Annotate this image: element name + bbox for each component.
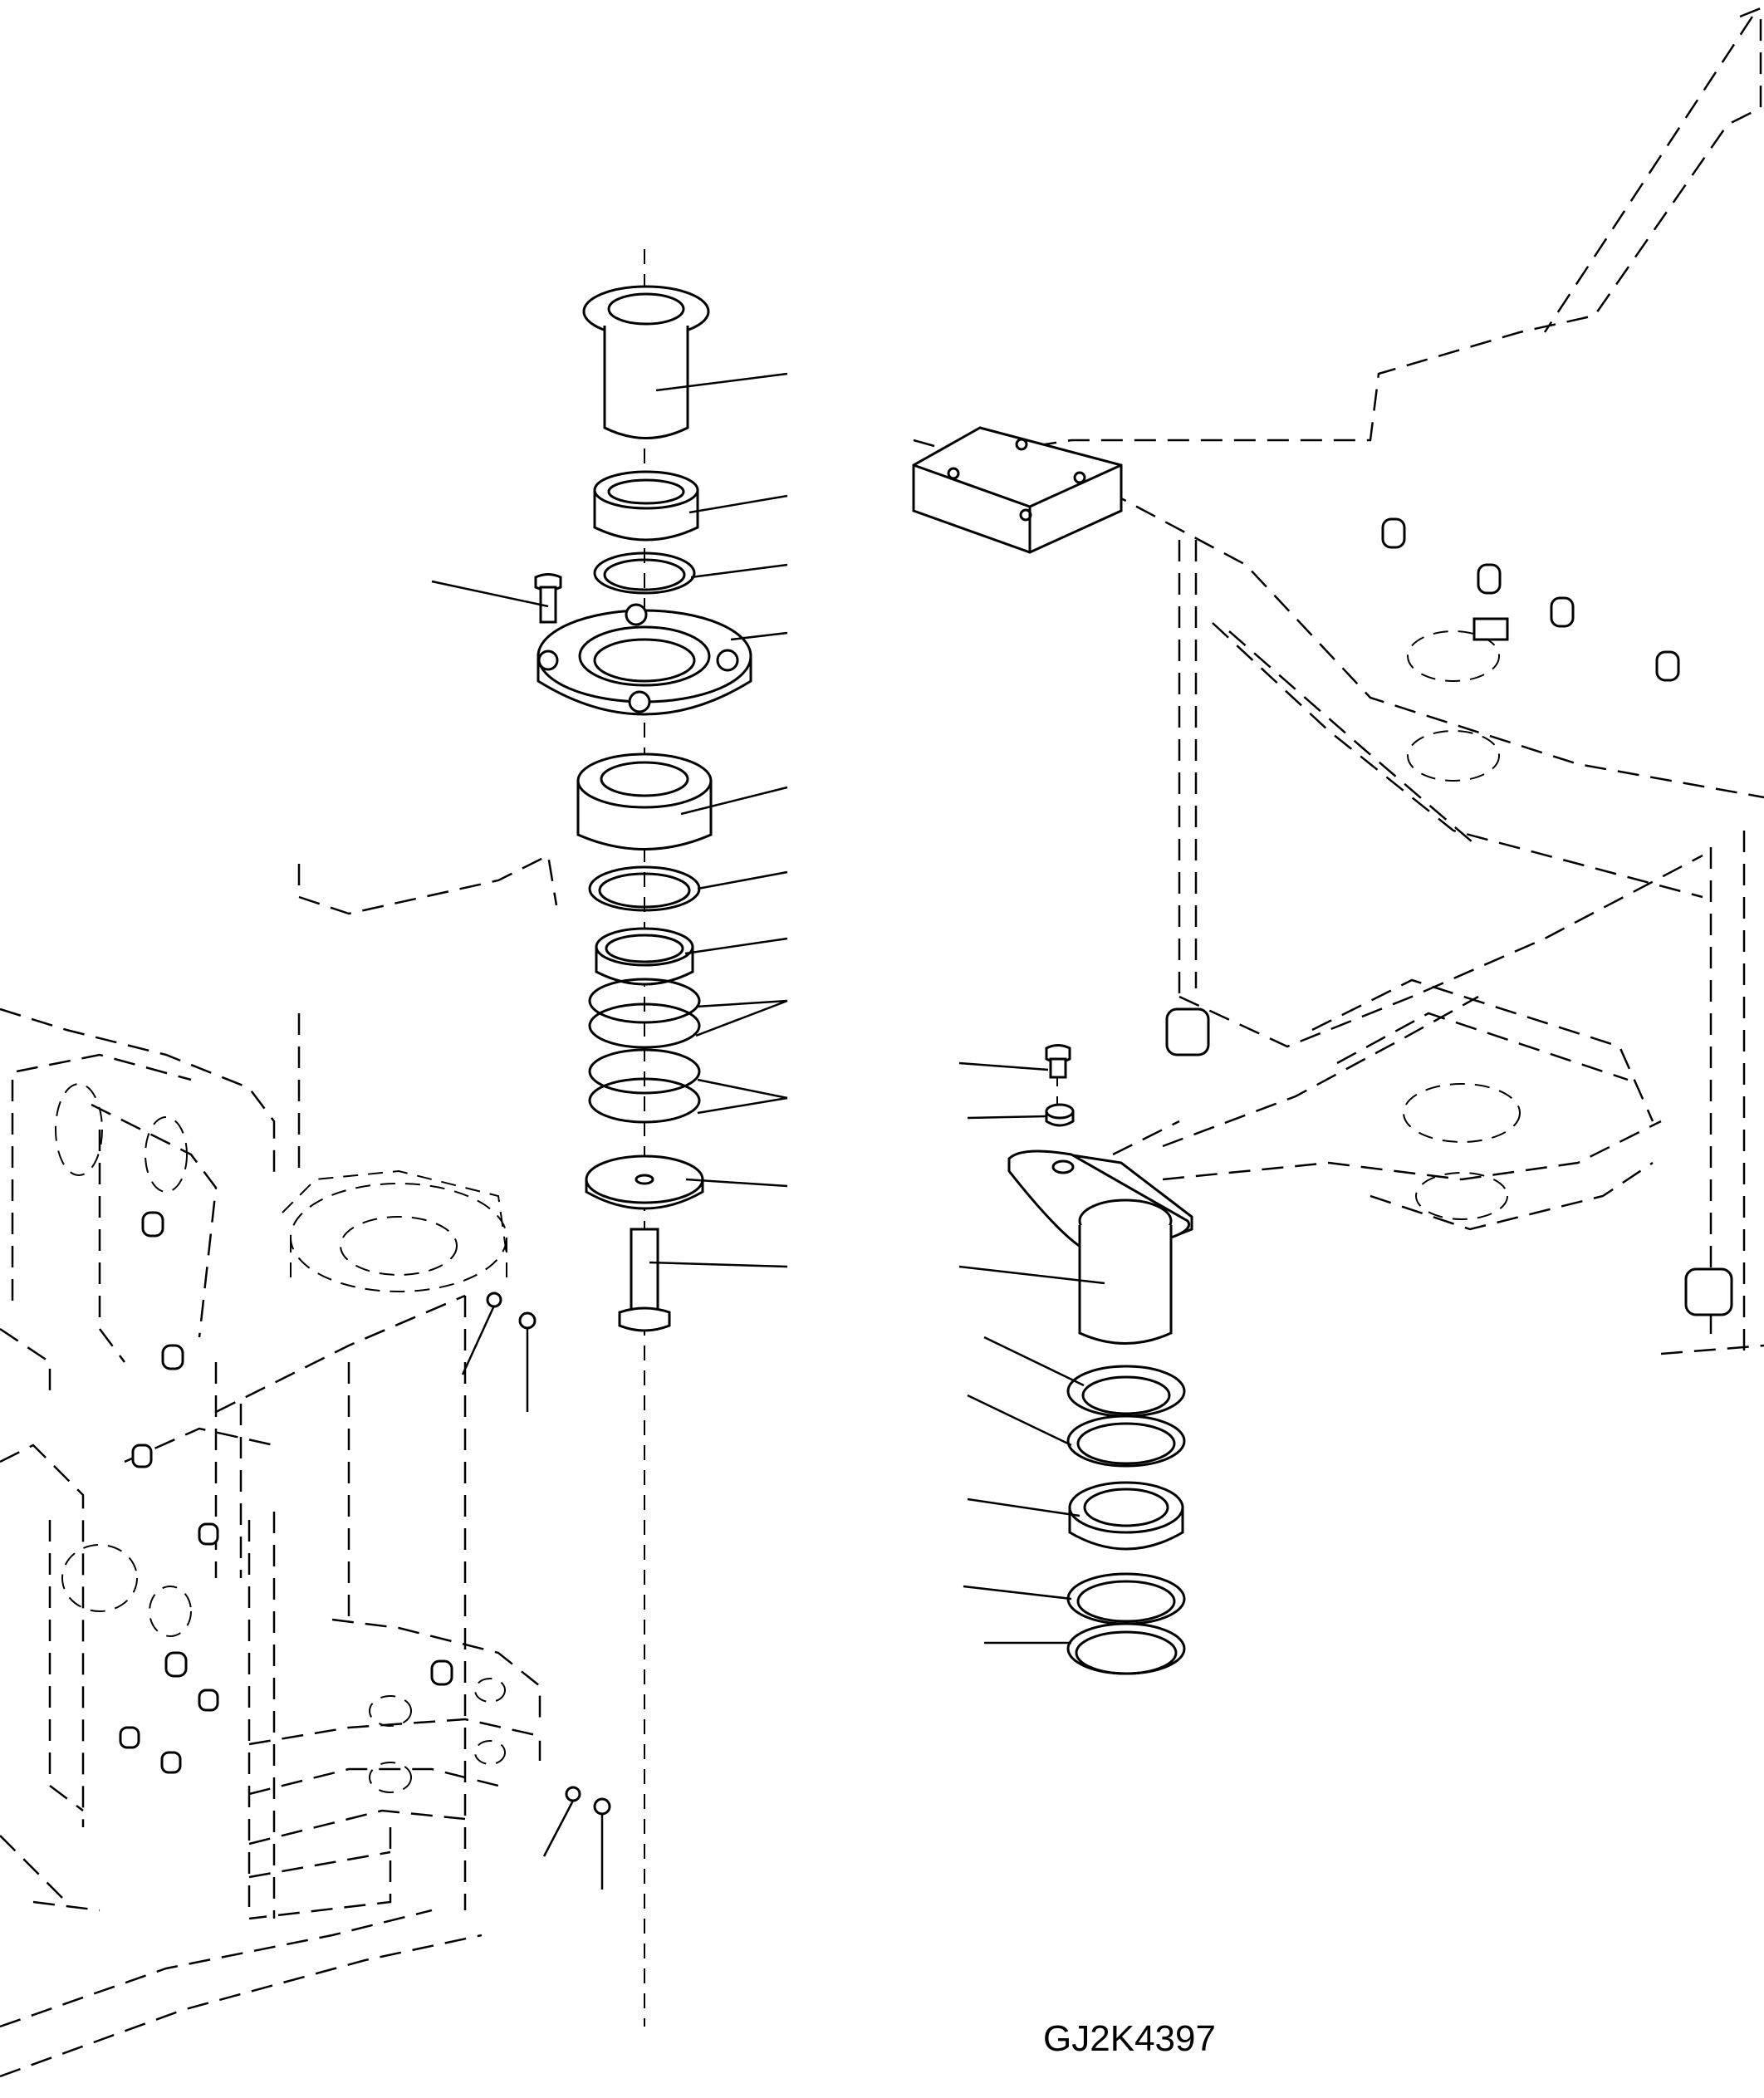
front-frame-pins [119,1211,453,1774]
flanged-pin [1007,1149,1193,1345]
hex-bolt [1045,1044,1071,1079]
leader-lines [431,372,1105,1890]
sleeve [593,470,699,542]
seal-ring [1066,1414,1186,1468]
front-frame-phantom [0,854,558,2078]
grease-fittings-upper [486,1292,537,1330]
thrust-washer [585,1154,704,1210]
bearing-cup [595,927,694,986]
pivot-bolt [618,1228,671,1332]
seal-ring [1066,1365,1186,1418]
flange-plate [537,603,752,716]
mount-block [912,426,1123,554]
collar [576,752,713,850]
hex-bolt-small [534,573,562,624]
frame-tab-lower [1684,1267,1733,1316]
o-ring [593,551,696,595]
seal-ring [1066,1572,1186,1625]
needle-bearing [1068,1481,1184,1551]
shim-rings [588,978,701,1124]
flanged-bushing [582,285,710,439]
seal-ring [1066,1622,1186,1675]
lower-pivot-stack [1007,1044,1193,1675]
frame-tab-upper [1165,1007,1210,1056]
drawing-code: GJ2K4397 [1043,2018,1216,2059]
upper-pivot-stack [534,249,752,2027]
lock-nut [1045,1103,1075,1127]
front-pivot-flange [282,1169,507,1292]
frame-bosses [1381,517,1680,682]
